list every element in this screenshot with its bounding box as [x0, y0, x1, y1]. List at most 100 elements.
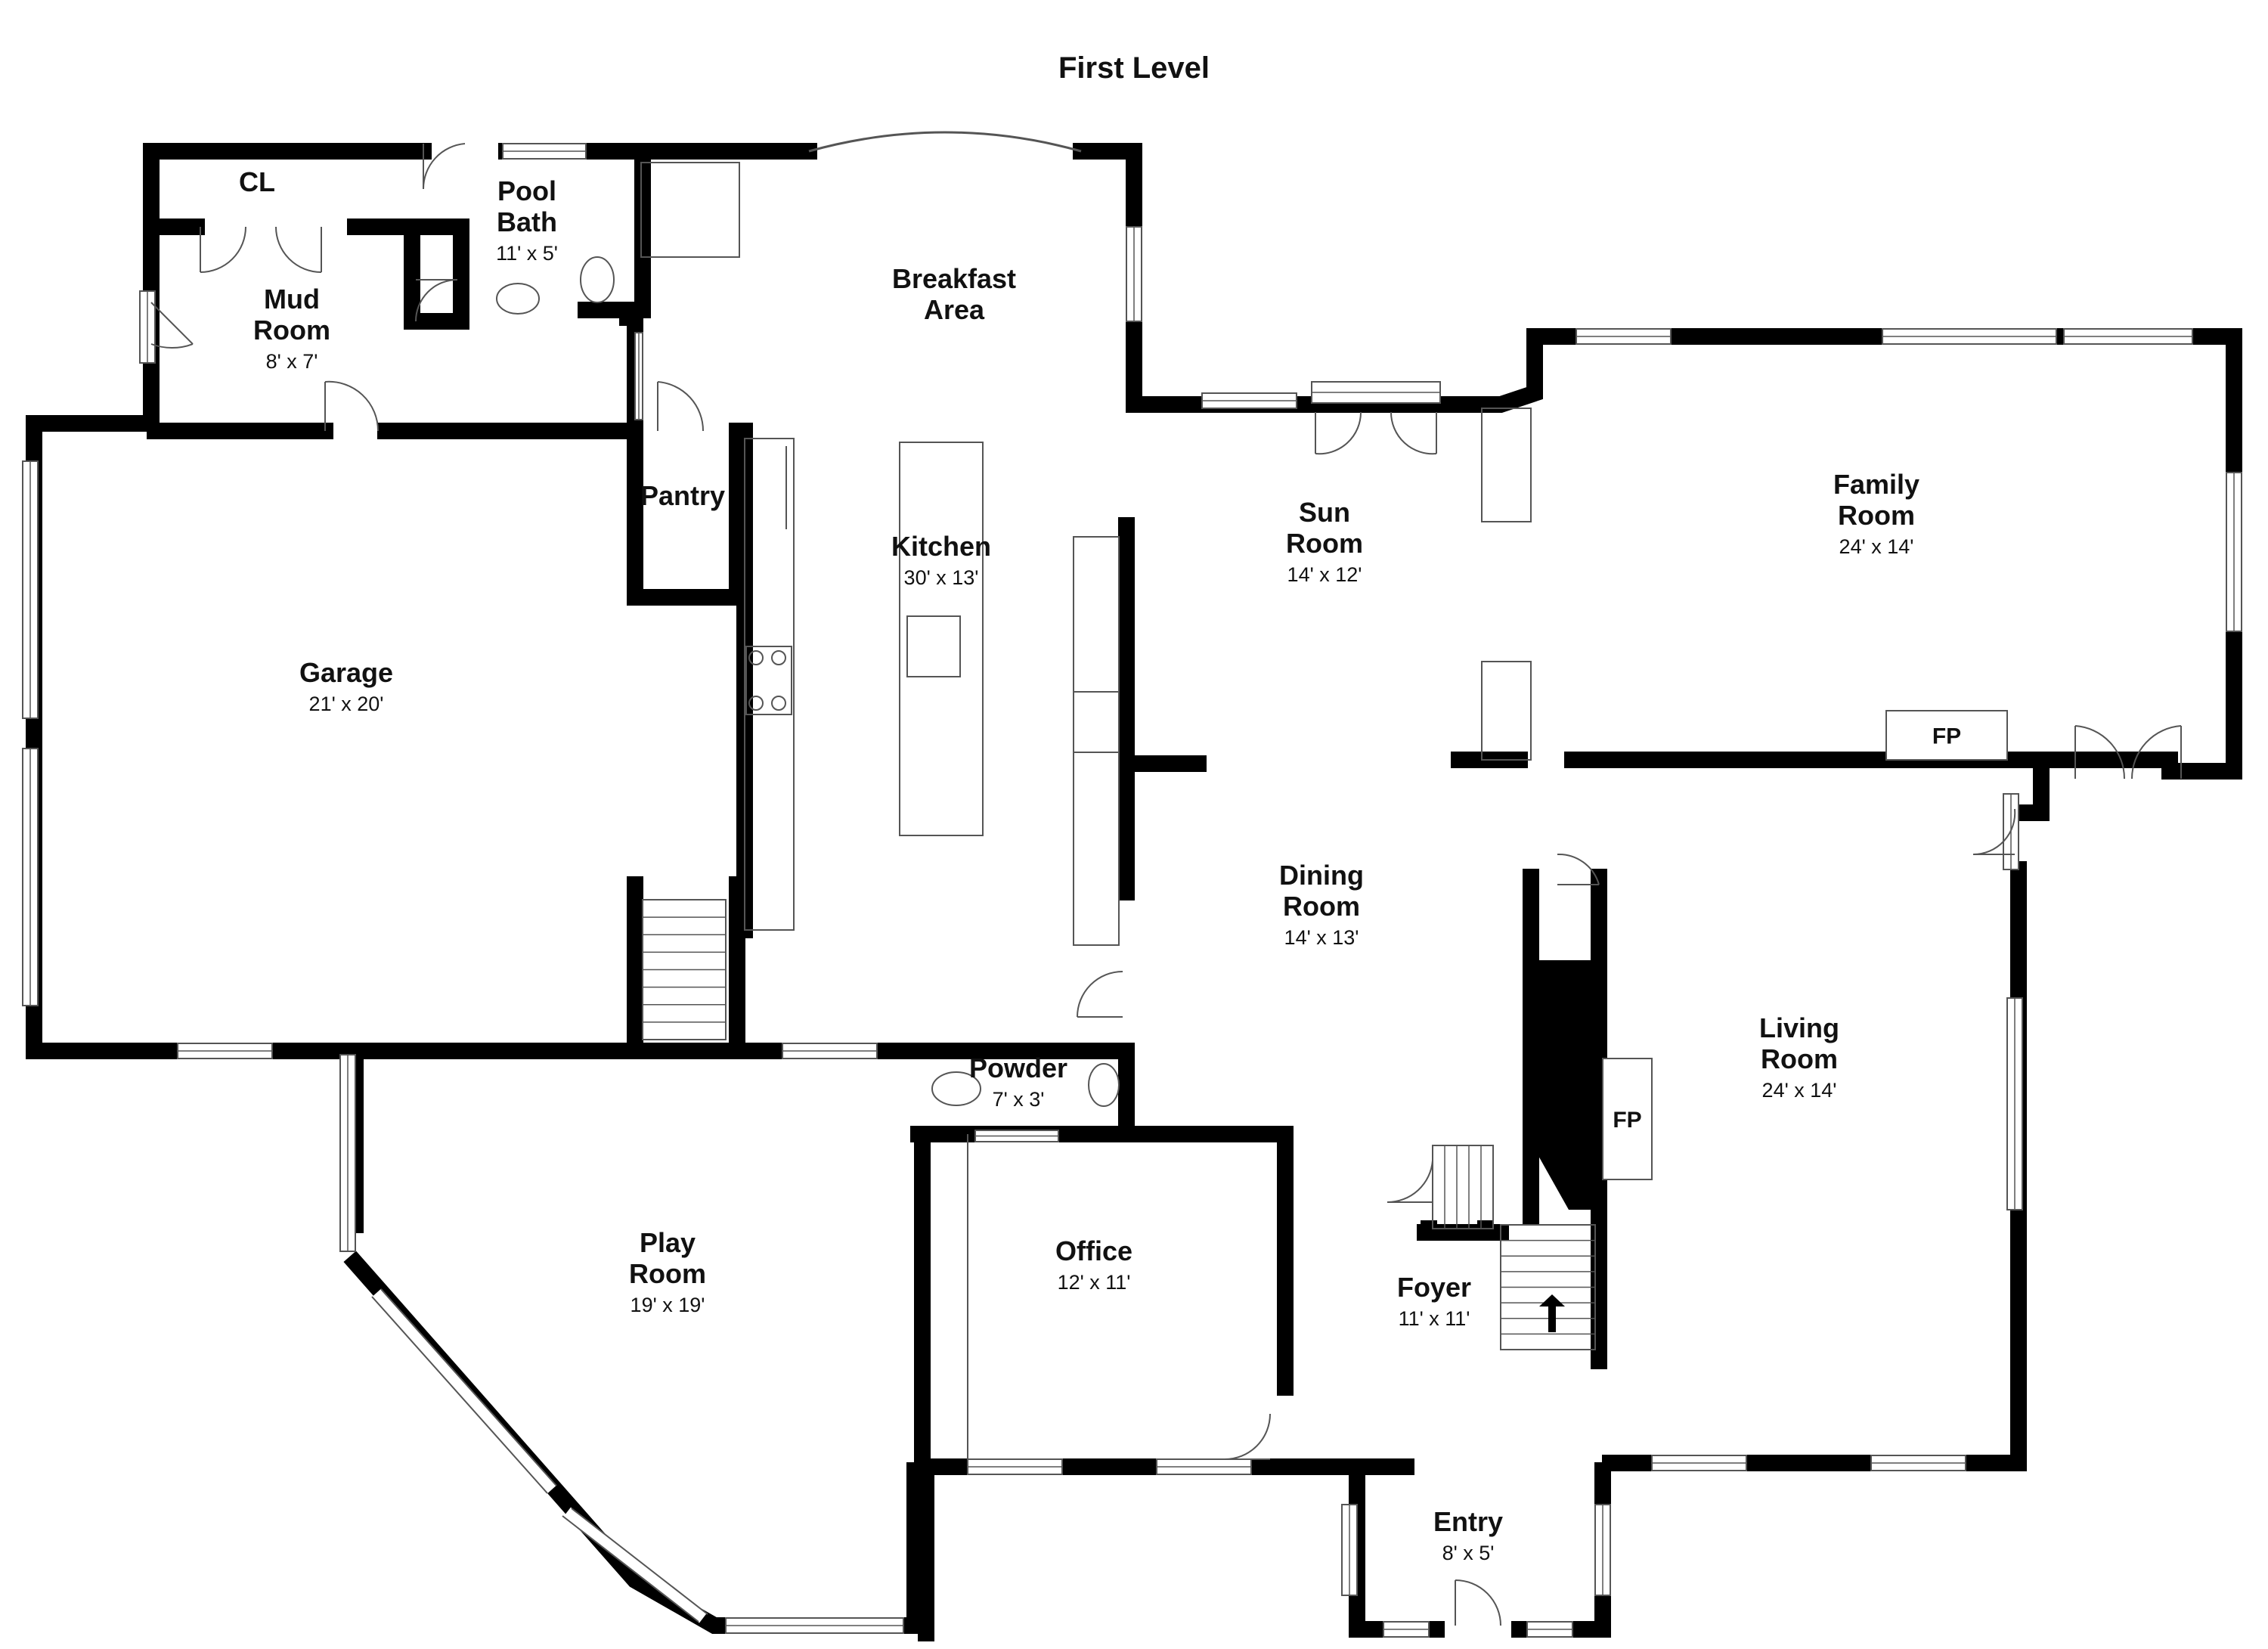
play-room-dimensions: 19' x 19' — [631, 1294, 705, 1316]
stairs — [642, 899, 1596, 1350]
terrace-door-right-swing — [2130, 725, 2182, 780]
kitchen-counter-left — [744, 438, 795, 931]
powder-label-line-1: Powder — [969, 1052, 1067, 1083]
sun-room-dimensions: 14' x 12' — [1287, 563, 1362, 586]
wall-17 — [578, 143, 651, 318]
kitchen-label-line-1: Kitchen — [891, 531, 991, 562]
wall-6 — [1602, 861, 2027, 1471]
living-side-door-swing — [1972, 808, 2016, 856]
walls — [26, 131, 2242, 1641]
breakfast-area-label-line-1: Breakfast — [892, 263, 1016, 294]
pool-bath-toilet — [580, 256, 615, 303]
family-room-fp-label: FP — [1932, 724, 1961, 749]
powder-dimensions: 7' x 3' — [993, 1088, 1045, 1111]
fireplaces: FP FP — [1602, 710, 2008, 1180]
mud-room-exterior-door-swing — [150, 343, 194, 349]
wall-31 — [1269, 1126, 1294, 1396]
diag-window-a-2 — [571, 1508, 708, 1615]
kitchen-counter-right — [1073, 536, 1120, 946]
foyer-label-line-1: Foyer — [1397, 1272, 1471, 1303]
pool-bath-door-swing — [422, 143, 466, 190]
sun-room-door-left-swing — [1315, 411, 1362, 455]
powder-toilet — [931, 1071, 981, 1106]
shower — [640, 162, 740, 258]
stair-up-arrow — [1539, 1294, 1565, 1332]
cooktop — [745, 646, 792, 715]
diag-window-b-1 — [371, 1296, 548, 1494]
diag-window-a-1 — [380, 1288, 557, 1486]
family-room-pillar-bottom — [1481, 661, 1532, 761]
pool-bath-label-line-2: Bath — [497, 206, 557, 237]
foyer-dimensions: 11' x 11' — [1399, 1307, 1470, 1330]
wall-4 — [1073, 143, 2242, 780]
living-closet-door-swing — [1557, 853, 1600, 885]
living-room-fp-hearth — [1602, 1058, 1653, 1180]
cl-label-line-1: CL — [239, 166, 275, 197]
living-room-label-line-2: Room — [1761, 1043, 1838, 1074]
family-room-label-line-1: Family — [1833, 469, 1919, 500]
entry-label-line-1: Entry — [1433, 1506, 1503, 1537]
wall-14 — [1511, 1462, 1611, 1638]
living-room-fp-label: FP — [1613, 1108, 1641, 1133]
diag-window-gap-2 — [563, 1507, 707, 1623]
sun-room-door-right-swing — [1390, 411, 1437, 455]
pool-bath-label-line-1: Pool — [497, 175, 556, 206]
burner-2 — [771, 650, 786, 665]
mud-room-dimensions: 8' x 7' — [266, 350, 318, 373]
dining-room-dimensions: 14' x 13' — [1284, 926, 1359, 949]
mud-room-label-line-1: Mud — [264, 284, 320, 315]
wall-9 — [914, 1133, 1414, 1475]
foyer-closet-door-swing — [1387, 1160, 1433, 1204]
pantry-label-line-1: Pantry — [640, 480, 725, 511]
family-room-dimensions: 24' x 14' — [1839, 535, 1914, 558]
kitchen-dining-door-swing — [1077, 971, 1123, 1018]
closet-door-left-swing — [200, 226, 246, 273]
entry-dimensions: 8' x 5' — [1442, 1542, 1495, 1564]
sun-room-label-line-1: Sun — [1299, 497, 1350, 528]
entry-front-door-swing — [1455, 1579, 1501, 1626]
play-room-label-line-2: Room — [629, 1258, 706, 1289]
family-room-pillar-top — [1481, 408, 1532, 522]
wall-18 — [400, 219, 469, 330]
sun-room-label-line-2: Room — [1286, 528, 1363, 559]
living-room-label-line-1: Living — [1759, 1012, 1839, 1043]
living-room-dimensions: 24' x 14' — [1762, 1079, 1837, 1102]
family-room-label-line-2: Room — [1838, 500, 1915, 531]
wall-22 — [627, 309, 745, 606]
diag-window-gap-1 — [372, 1288, 556, 1494]
closet-door-right-swing — [275, 226, 322, 273]
doors — [150, 143, 2182, 1626]
pantry-door-swing — [657, 381, 705, 432]
dining-room-label-line-1: Dining — [1279, 860, 1364, 891]
pool-bath-inner-door-swing — [415, 279, 458, 322]
kitchen-dimensions: 30' x 13' — [904, 566, 979, 589]
office-dimensions: 12' x 11' — [1058, 1271, 1131, 1294]
play-room-label-line-1: Play — [640, 1227, 696, 1258]
island-sink — [906, 615, 961, 677]
bay-arc — [808, 131, 1082, 153]
mud-room-label-line-2: Room — [253, 315, 330, 346]
burner-3 — [748, 696, 764, 711]
breakfast-area-label-line-2: Area — [924, 294, 985, 325]
mud-room-exterior-door-leaf — [150, 302, 194, 345]
diag-window-b-2 — [562, 1515, 699, 1623]
plan-title: First Level — [1058, 51, 1210, 85]
office-label-line-1: Office — [1055, 1235, 1132, 1266]
dining-room-label-line-2: Room — [1283, 891, 1360, 922]
counter-sink — [1073, 691, 1120, 753]
chimney-mass — [1535, 960, 1597, 1210]
family-room-fp-hearth — [1885, 710, 2008, 761]
burner-1 — [748, 650, 764, 665]
burner-4 — [771, 696, 786, 711]
office-door-swing — [1224, 1413, 1271, 1460]
foyer-stair-upper-outline — [1432, 1145, 1494, 1229]
wall-13 — [1349, 1462, 1445, 1638]
windows — [22, 143, 2242, 1638]
pool-bath-sink — [496, 283, 540, 315]
fixtures — [496, 162, 1532, 1467]
garage-dimensions: 21' x 20' — [309, 693, 384, 715]
pool-bath-dimensions: 11' x 5' — [496, 242, 558, 265]
powder-sink — [1088, 1063, 1120, 1107]
